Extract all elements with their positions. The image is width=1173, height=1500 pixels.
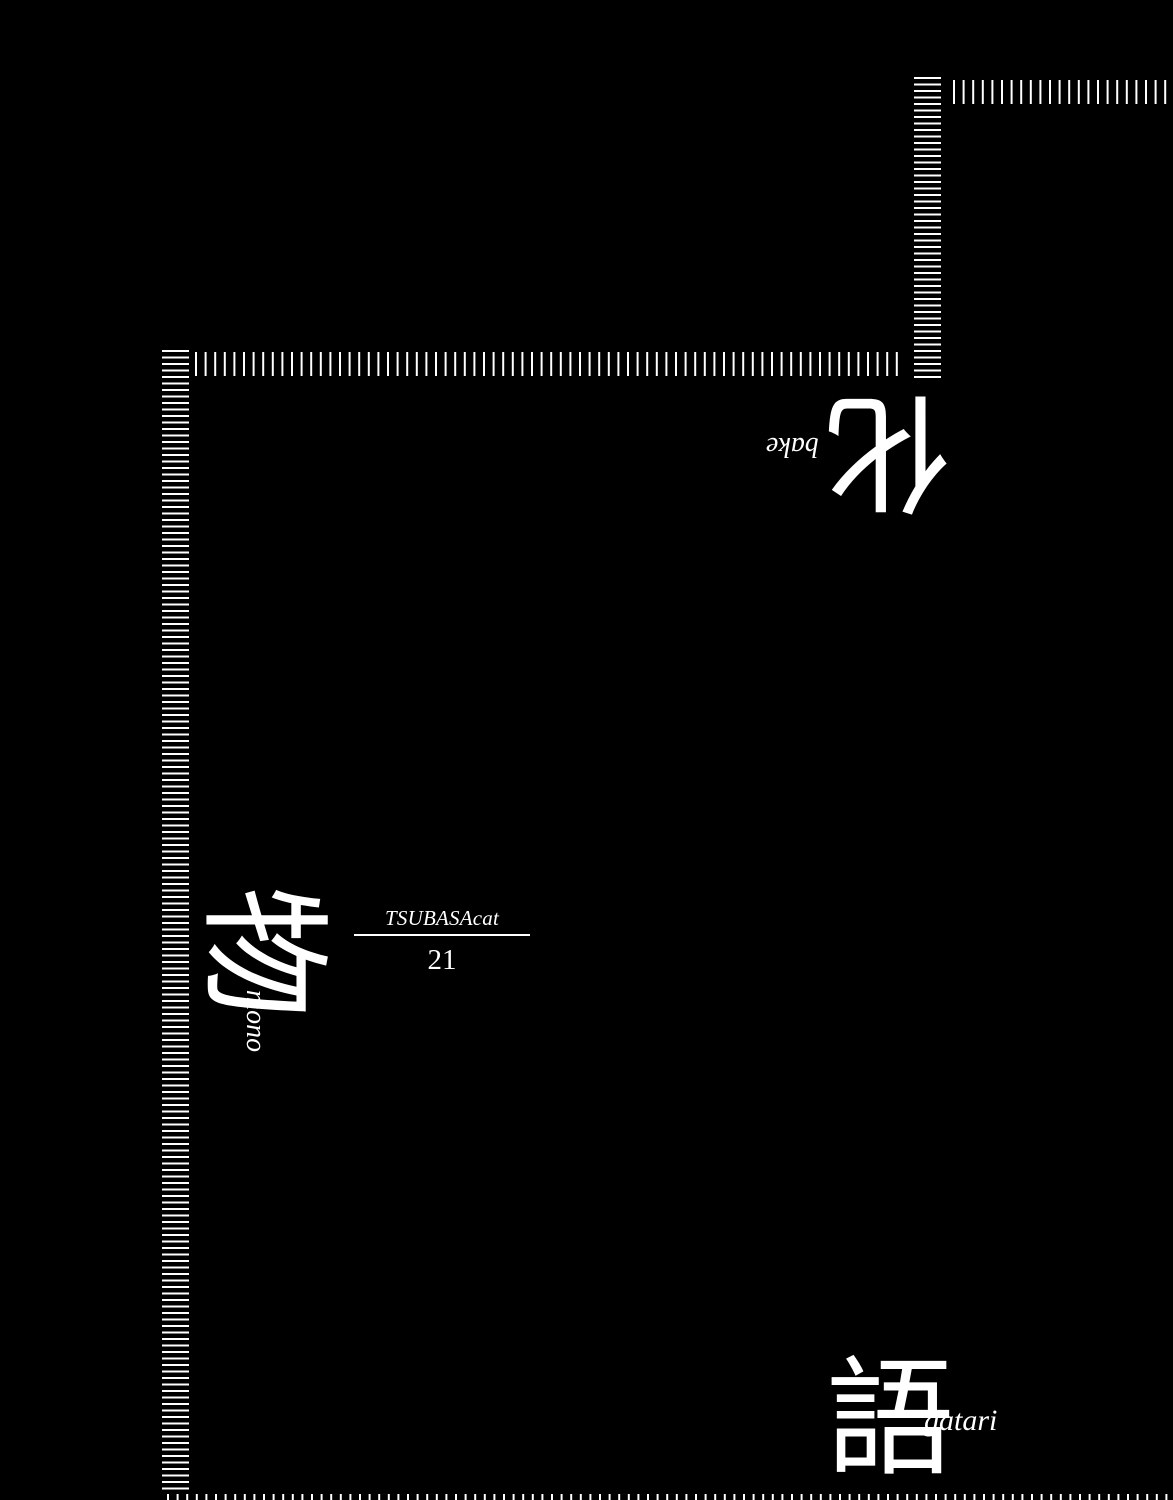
title-romaji-mono: mono <box>240 989 272 1053</box>
title-romaji-bake: bake <box>766 431 819 462</box>
title-kanji-gatari: 語 <box>826 1345 955 1494</box>
chapter-number: 21 <box>427 943 457 976</box>
title-kanji-bake: 化 <box>824 376 953 525</box>
chapter-title: TSUBASAcat <box>385 906 499 930</box>
title-romaji-gatari: gatari <box>924 1404 998 1437</box>
chapter-label: TSUBASAcat 21 <box>354 904 530 976</box>
chapter-divider <box>354 934 530 936</box>
